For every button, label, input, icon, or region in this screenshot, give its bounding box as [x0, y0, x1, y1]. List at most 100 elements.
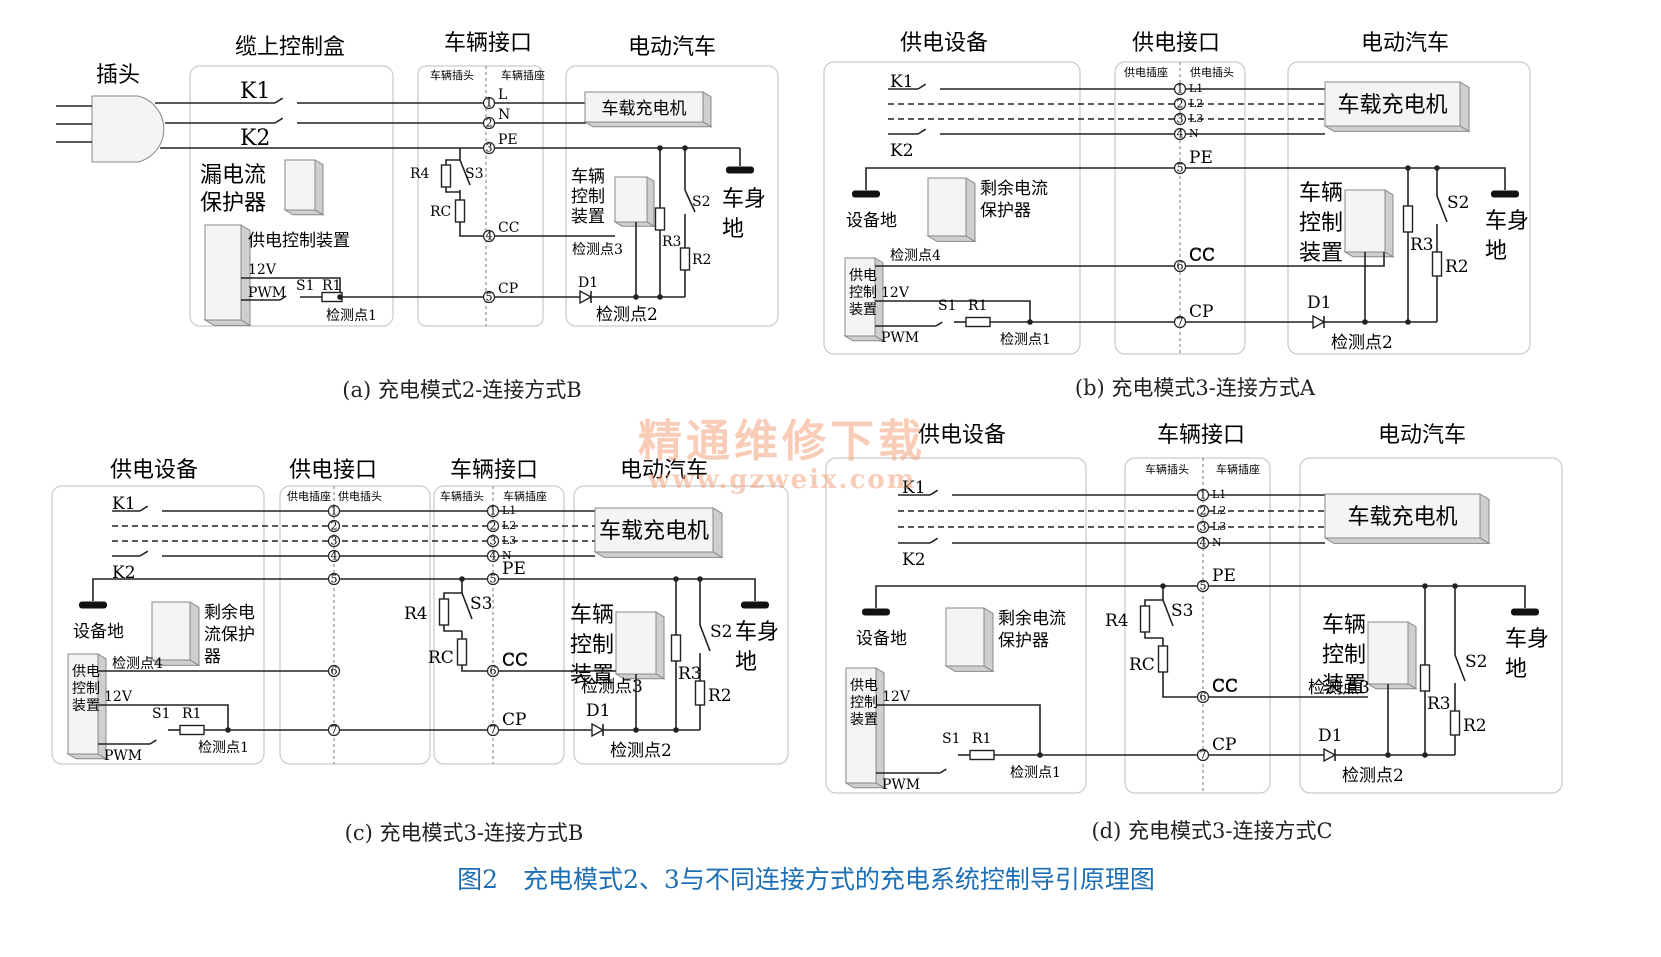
header-interface1: 供电接口: [289, 458, 377, 483]
pin-label: CC: [498, 220, 519, 236]
pin-label: L3: [1212, 520, 1226, 533]
equip-ground-symbol: [862, 608, 890, 616]
vehicle-control-label: 车辆控制装置: [1322, 613, 1366, 698]
pin-circle: [1173, 127, 1187, 141]
wire: [875, 300, 1031, 322]
label-line: 装置: [850, 712, 878, 728]
pin-number: 3: [1177, 113, 1184, 126]
pin-circle: [1173, 97, 1187, 111]
header-interface: 供电接口: [1132, 31, 1220, 56]
d1-label: D1: [1318, 726, 1342, 746]
pin-circle: [486, 723, 500, 737]
pin-number: 4: [490, 550, 497, 563]
dp2-label: 检测点2: [1331, 333, 1393, 353]
r2-label: R2: [1445, 257, 1469, 277]
vehicle-control: [615, 611, 657, 675]
pin-circle: [327, 572, 341, 586]
pin-circle: [327, 519, 341, 533]
pin-label: L: [498, 87, 507, 103]
pin-label: CP: [498, 281, 518, 297]
junction-dot: [1405, 165, 1411, 171]
equip-ground-label: 设备地: [846, 211, 897, 231]
pin-number: 6: [1200, 691, 1207, 704]
r1-resistor: [969, 749, 995, 761]
label-line: 剩余电流: [980, 179, 1048, 199]
body-ground-symbol: [741, 601, 769, 609]
pin-number: 2: [486, 117, 493, 130]
pin-number: 7: [331, 724, 338, 737]
label-line: 车辆: [1299, 181, 1343, 206]
pin-label: L1: [1189, 82, 1203, 95]
pin-number: 2: [1177, 98, 1184, 111]
pin-number: 6: [490, 665, 497, 678]
r2-resistor: [1449, 710, 1461, 736]
k1-label: K1: [112, 494, 136, 514]
vehicle-control: [614, 176, 648, 223]
s1-switch: [939, 768, 947, 774]
interface2-frame: [433, 485, 565, 765]
d1-label: D1: [578, 275, 598, 291]
label-line: 控制: [850, 695, 878, 711]
pin-label: CC: [502, 651, 528, 671]
pin-label: L2: [1189, 97, 1203, 110]
pin-label: PE: [1212, 566, 1236, 586]
wire: [1186, 252, 1385, 267]
r3-label: R3: [1410, 235, 1434, 255]
pwm-label: PWM: [881, 330, 919, 346]
junction-dot: [337, 294, 343, 300]
pin-circle: [1196, 579, 1210, 593]
s1-label: S1: [296, 278, 315, 294]
r2-resistor: [679, 247, 691, 271]
pin-label: CC: [1189, 246, 1215, 266]
pin-number: 5: [331, 573, 338, 586]
pin-circle: [486, 664, 500, 678]
plug-shape: [91, 95, 165, 163]
onboard-charger: [584, 91, 704, 123]
rcd-side: [965, 177, 976, 243]
header-vehicle: 电动汽车: [620, 458, 708, 483]
dp4-label: 检测点4: [112, 656, 163, 672]
onboard-charger-side: [702, 91, 712, 128]
pin-circle: [1173, 315, 1187, 329]
pin-number: 6: [331, 665, 338, 678]
interface-frame: [1124, 457, 1271, 794]
label-line: 装置: [571, 207, 605, 227]
supply-control-label: 供电控制装置: [849, 268, 877, 318]
sub-label-right2: 车辆插座: [503, 489, 547, 503]
label-line: 地: [1485, 239, 1507, 264]
caption-b: (b) 充电模式3-连接方式A: [1075, 376, 1316, 400]
rcd-label: 剩余电流保护器: [998, 609, 1066, 651]
label-line: 保护器: [980, 201, 1031, 221]
interface1-frame: [279, 485, 431, 765]
label-line: 流保护: [204, 625, 255, 645]
pin-label: PE: [498, 132, 518, 148]
vehicle-control-label: 车辆控制装置: [571, 167, 605, 227]
s3-label: S3: [470, 594, 492, 614]
dp3-label: 检测点3: [1308, 678, 1370, 698]
s1-switch: [149, 739, 157, 745]
label-line: 保护器: [998, 631, 1049, 651]
pin-circle: [1173, 112, 1187, 126]
junction-dot: [1385, 752, 1391, 758]
interface-frame: [417, 65, 544, 327]
dp1-label: 检测点1: [326, 308, 377, 324]
pin-circle: [327, 534, 341, 548]
pin-number: 5: [1200, 580, 1207, 593]
panel-b: 供电设备供电接口电动汽车供电插座供电插头K1K2设备地车身地1234567L1L…: [823, 31, 1531, 400]
rc-resistor: [1157, 645, 1169, 673]
pin-label-cc: CC: [502, 650, 528, 670]
k1-switch: [139, 505, 149, 512]
rcd-bottom: [926, 235, 977, 242]
body-ground-label: 车身地: [1485, 209, 1529, 264]
label-line: 车辆: [570, 603, 614, 628]
r3-label: R3: [1427, 694, 1451, 714]
s3-switch: [1162, 599, 1174, 627]
s1-label: S1: [942, 731, 961, 747]
label-line: 控制: [571, 187, 605, 207]
s3-switch: [461, 592, 473, 620]
junction-dot: [673, 576, 679, 582]
r3-label: R3: [662, 234, 681, 250]
pin-circle: [486, 519, 500, 533]
equip-ground-label: 设备地: [73, 622, 124, 642]
